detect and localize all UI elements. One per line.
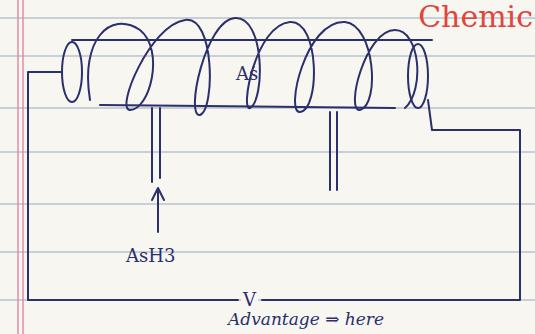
ruled-lines bbox=[0, 18, 535, 300]
watermark: Chemic bbox=[418, 0, 533, 33]
gas-label: AsH3 bbox=[126, 246, 175, 266]
tube-and-coil bbox=[28, 18, 520, 300]
voltage-label: V bbox=[241, 290, 258, 310]
margin-lines bbox=[18, 0, 23, 334]
element-label: Aṡ bbox=[236, 64, 258, 84]
note-text: Advantage ⇒ here bbox=[228, 310, 384, 329]
